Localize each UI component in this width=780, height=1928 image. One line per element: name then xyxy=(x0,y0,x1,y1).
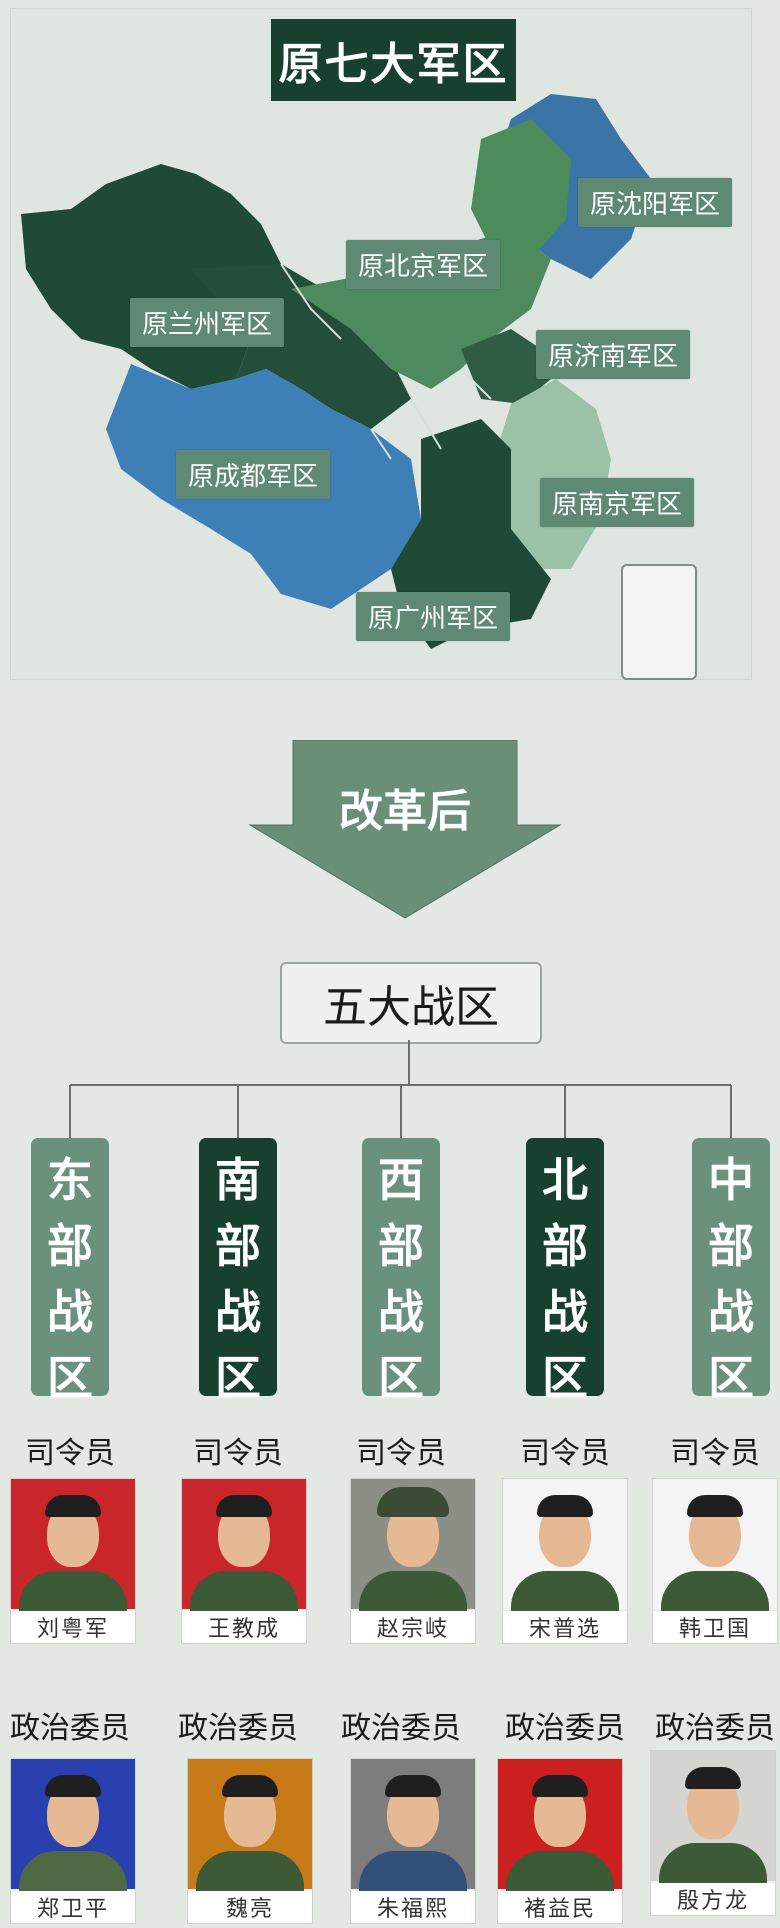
hair xyxy=(532,1775,588,1797)
commander-role-label: 司令员 xyxy=(25,1436,115,1471)
commander-portrait: 宋普选 xyxy=(502,1478,628,1644)
theater-north: 北 部 战 区 xyxy=(526,1138,604,1405)
region-shape-jinan xyxy=(461,329,551,404)
person-name: 魏亮 xyxy=(188,1891,312,1923)
hair xyxy=(216,1495,272,1517)
person-name: 郑卫平 xyxy=(11,1891,135,1923)
commander-role-label: 司令员 xyxy=(193,1436,283,1471)
person-name: 赵宗岐 xyxy=(351,1611,475,1643)
down-arrow-icon xyxy=(248,740,562,919)
commander-role-label: 司令员 xyxy=(670,1436,760,1471)
theater-char: 西 xyxy=(378,1153,424,1207)
org-tree-connectors xyxy=(69,1040,732,1138)
theater-char: 区 xyxy=(47,1351,93,1405)
hair xyxy=(385,1775,441,1797)
hair xyxy=(537,1495,593,1517)
person-name: 王教成 xyxy=(182,1611,306,1643)
person-name: 褚益民 xyxy=(498,1891,622,1923)
theater-char: 中 xyxy=(708,1153,754,1207)
region-borders xyxy=(280,263,492,460)
person-name: 韩卫国 xyxy=(653,1611,777,1643)
hair xyxy=(685,1767,741,1789)
theater-char: 区 xyxy=(542,1351,588,1405)
theater-char: 战 xyxy=(708,1285,754,1339)
hair xyxy=(222,1775,278,1797)
five-theaters-node: 五大战区 xyxy=(280,962,542,1044)
commissar-portrait: 魏亮 xyxy=(187,1758,313,1924)
commissar-role-label: 政治委员 xyxy=(10,1711,130,1746)
commissar-role-label: 政治委员 xyxy=(178,1711,298,1746)
region-shape-guangzhou xyxy=(391,419,551,649)
commissar-role-label: 政治委员 xyxy=(505,1711,625,1746)
commissar-portrait: 郑卫平 xyxy=(10,1758,136,1924)
china-map xyxy=(21,94,651,649)
theater-char: 北 xyxy=(542,1153,588,1207)
hair xyxy=(45,1495,101,1517)
commissar-portrait: 殷方龙 xyxy=(650,1750,776,1916)
theater-char: 部 xyxy=(542,1219,588,1273)
theater-char: 区 xyxy=(215,1351,261,1405)
commissar-role-label: 政治委员 xyxy=(655,1711,775,1746)
commander-role-label: 司令员 xyxy=(520,1436,610,1471)
commander-role-label: 司令员 xyxy=(356,1436,446,1471)
commander-portrait: 刘粤军 xyxy=(10,1478,136,1644)
theater-char: 区 xyxy=(378,1351,424,1405)
theater-char: 东 xyxy=(47,1153,93,1207)
south-china-sea-inset xyxy=(621,564,697,680)
commissar-role-label: 政治委员 xyxy=(341,1711,461,1746)
map-title: 原七大军区 xyxy=(271,19,516,101)
region-label-shenyang: 原沈阳军区 xyxy=(578,178,733,227)
region-label-beijing: 原北京军区 xyxy=(346,240,501,289)
commissar-portrait: 褚益民 xyxy=(497,1758,623,1924)
theater-char: 区 xyxy=(708,1351,754,1405)
person-name: 刘粤军 xyxy=(11,1611,135,1643)
theater-char: 部 xyxy=(215,1219,261,1273)
arrow-label: 改革后 xyxy=(339,786,471,837)
hair xyxy=(687,1495,743,1517)
theater-south: 南 部 战 区 xyxy=(199,1138,277,1405)
theater-char: 部 xyxy=(47,1219,93,1273)
theater-char: 战 xyxy=(378,1285,424,1339)
theater-char: 战 xyxy=(47,1285,93,1339)
person-name: 殷方龙 xyxy=(651,1883,775,1915)
region-label-lanzhou: 原兰州军区 xyxy=(130,298,285,347)
commander-portrait: 韩卫国 xyxy=(652,1478,778,1644)
theater-char: 战 xyxy=(542,1285,588,1339)
region-label-nanjing: 原南京军区 xyxy=(540,478,695,527)
theater-char: 南 xyxy=(215,1153,261,1207)
region-label-chengdu: 原成都军区 xyxy=(176,450,331,499)
commander-portrait: 赵宗岐 xyxy=(350,1478,476,1644)
hair xyxy=(45,1775,101,1797)
military-cap xyxy=(377,1487,449,1517)
theater-central: 中 部 战 区 xyxy=(692,1138,770,1405)
theater-west: 西 部 战 区 xyxy=(362,1138,440,1405)
theater-char: 战 xyxy=(215,1285,261,1339)
theater-char: 部 xyxy=(708,1219,754,1273)
region-shape-shenyang-west xyxy=(471,119,571,259)
theater-east: 东 部 战 区 xyxy=(31,1138,109,1405)
commissar-portrait: 朱福熙 xyxy=(350,1758,476,1924)
person-name: 宋普选 xyxy=(503,1611,627,1643)
theater-char: 部 xyxy=(378,1219,424,1273)
region-label-guangzhou: 原广州军区 xyxy=(356,592,511,641)
region-label-jinan: 原济南军区 xyxy=(536,330,691,379)
person-name: 朱福熙 xyxy=(351,1891,475,1923)
commander-portrait: 王教成 xyxy=(181,1478,307,1644)
